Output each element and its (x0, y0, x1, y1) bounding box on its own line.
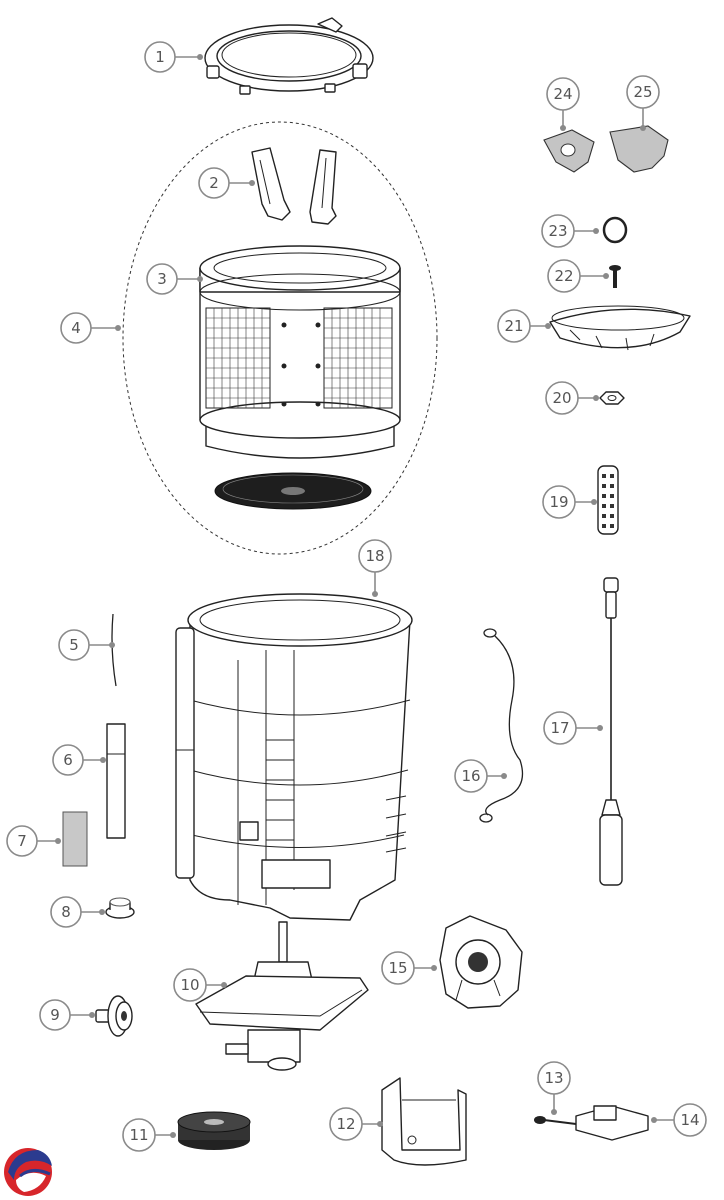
part-19-filter (597, 465, 619, 535)
callout-label: 17 (550, 719, 569, 737)
callout-label: 7 (17, 832, 27, 850)
callout-5: 5 (58, 629, 90, 661)
part-13-pin (534, 1116, 577, 1125)
callout-label: 6 (63, 751, 73, 769)
callout-2: 2 (198, 167, 230, 199)
callout-19: 19 (542, 485, 576, 519)
part-24-bracket (543, 129, 595, 173)
callout-label: 16 (461, 767, 480, 785)
part-7-pad (62, 811, 88, 867)
callout-label: 24 (553, 85, 572, 103)
part-25-plate (609, 125, 669, 173)
callout-label: 21 (504, 317, 523, 335)
callout-label: 23 (548, 222, 567, 240)
part-9-fitting (95, 995, 133, 1037)
callout-label: 3 (157, 270, 167, 288)
part-22-screw (609, 265, 621, 288)
part-23-o-ring (602, 216, 628, 244)
callout-label: 2 (209, 174, 219, 192)
part-4-pulsator-disc (214, 472, 372, 510)
part-15-pump (439, 915, 523, 1009)
callout-label: 22 (554, 267, 573, 285)
callout-3: 3 (146, 263, 178, 295)
callout-12: 12 (329, 1107, 363, 1141)
callout-17: 17 (543, 711, 577, 745)
callout-8: 8 (50, 896, 82, 928)
callout-label: 13 (544, 1069, 563, 1087)
callout-label: 14 (680, 1111, 699, 1129)
callout-7: 7 (6, 825, 38, 857)
callout-4: 4 (60, 312, 92, 344)
callout-label: 11 (129, 1126, 148, 1144)
part-6-bar (106, 723, 126, 839)
callout-24: 24 (546, 77, 580, 111)
part-4-tub-assembly-outline (122, 121, 438, 555)
part-3-inner-drum (199, 245, 401, 459)
callout-13: 13 (537, 1061, 571, 1095)
part-21-tray (549, 305, 691, 351)
part-11-pulley (177, 1111, 251, 1150)
part-1-balance-ring (204, 17, 374, 95)
callout-label: 8 (61, 903, 71, 921)
callout-16: 16 (454, 759, 488, 793)
callout-10: 10 (173, 968, 207, 1002)
callout-label: 20 (552, 389, 571, 407)
callout-label: 5 (69, 636, 79, 654)
part-17-suspension-rod (599, 577, 623, 886)
callout-21: 21 (497, 309, 531, 343)
callout-11: 11 (122, 1118, 156, 1152)
callout-label: 9 (50, 1006, 60, 1024)
part-2-clips (251, 147, 337, 225)
callout-22: 22 (547, 259, 581, 293)
callout-label: 1 (155, 48, 165, 66)
callout-15: 15 (381, 951, 415, 985)
callout-14: 14 (673, 1103, 707, 1137)
part-8-cap (105, 897, 135, 919)
part-18-outer-tub (175, 593, 413, 921)
callout-20: 20 (545, 381, 579, 415)
callout-label: 15 (388, 959, 407, 977)
part-12-u-bracket (381, 1077, 467, 1166)
callout-23: 23 (541, 214, 575, 248)
callout-label: 10 (180, 976, 199, 994)
callout-label: 25 (633, 83, 652, 101)
callout-6: 6 (52, 744, 84, 776)
callout-9: 9 (39, 999, 71, 1031)
leader-lines (37, 54, 674, 1138)
callout-25: 25 (626, 75, 660, 109)
part-20-nut (599, 391, 625, 405)
callout-18: 18 (358, 539, 392, 573)
callout-label: 18 (365, 547, 384, 565)
callout-label: 4 (71, 319, 81, 337)
part-5-wire (111, 613, 117, 687)
part-10-transmission (195, 921, 369, 1071)
callout-1: 1 (144, 41, 176, 73)
callout-label: 12 (336, 1115, 355, 1133)
callout-label: 19 (549, 493, 568, 511)
part-16-hose (479, 628, 524, 823)
part-14-clamp (575, 1105, 649, 1141)
brand-logo-icon (4, 1148, 52, 1196)
